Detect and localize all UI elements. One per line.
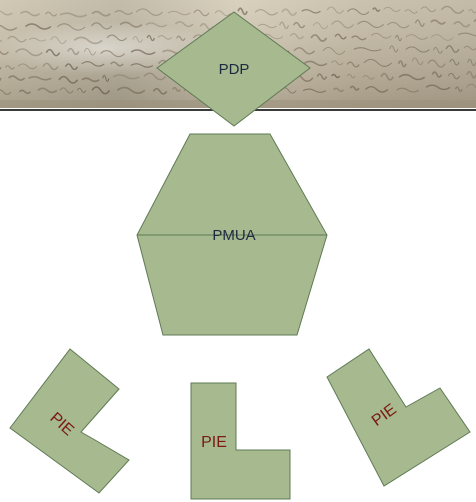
pmua-node: PMUA: [137, 134, 327, 335]
pie-center-label: PIE: [201, 434, 227, 451]
pie-right-shape: [327, 349, 470, 486]
pie-right-node: PIE: [327, 349, 470, 486]
pmua-label: PMUA: [212, 227, 255, 244]
pie-center-node: PIE: [191, 383, 290, 499]
pdp-label: PDP: [219, 61, 250, 78]
pie-left-node: PIE: [10, 349, 129, 493]
